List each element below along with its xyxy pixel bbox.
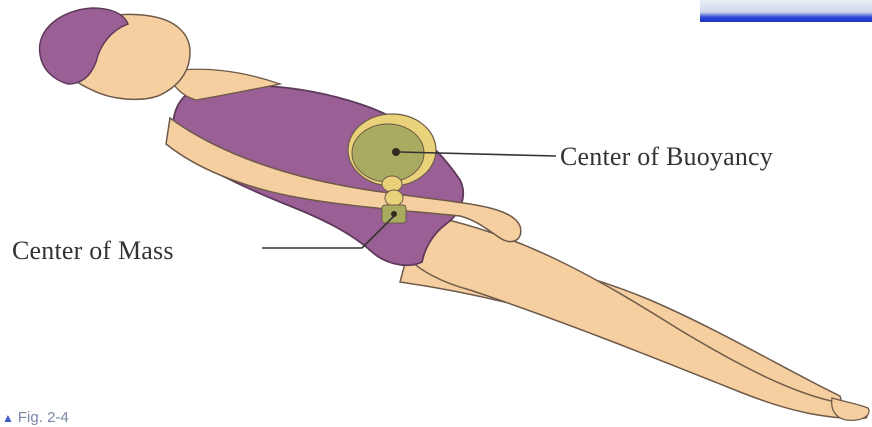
mass-region-middle	[385, 190, 403, 206]
triangle-up-icon: ▲	[2, 411, 14, 425]
mass-region-upper	[382, 176, 402, 192]
figure-caption: ▲ Fig. 2-4	[2, 409, 69, 426]
figure-caption-text: Fig. 2-4	[18, 409, 69, 426]
center-of-mass-label: Center of Mass	[12, 236, 174, 266]
buoyancy-center-dot	[392, 148, 400, 156]
center-of-buoyancy-label: Center of Buoyancy	[560, 142, 773, 172]
